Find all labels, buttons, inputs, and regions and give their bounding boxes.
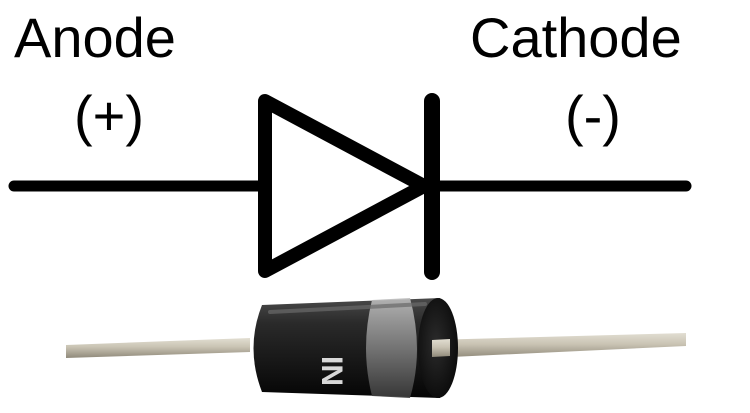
diode-component: IN — [66, 298, 686, 398]
cathode-polarity-label: (-) — [565, 84, 621, 147]
schematic-symbol — [8, 93, 692, 280]
anode-polarity-label: (+) — [74, 84, 144, 147]
component-marking: IN — [315, 356, 348, 386]
body-highlight — [268, 302, 427, 314]
left-lead — [66, 338, 250, 358]
cathode-label: Cathode — [470, 6, 682, 69]
right-lead-entry — [432, 339, 450, 357]
diode-triangle — [258, 94, 431, 278]
anode-label: Anode — [14, 6, 176, 69]
cathode-band — [366, 298, 417, 398]
right-lead — [430, 333, 686, 358]
